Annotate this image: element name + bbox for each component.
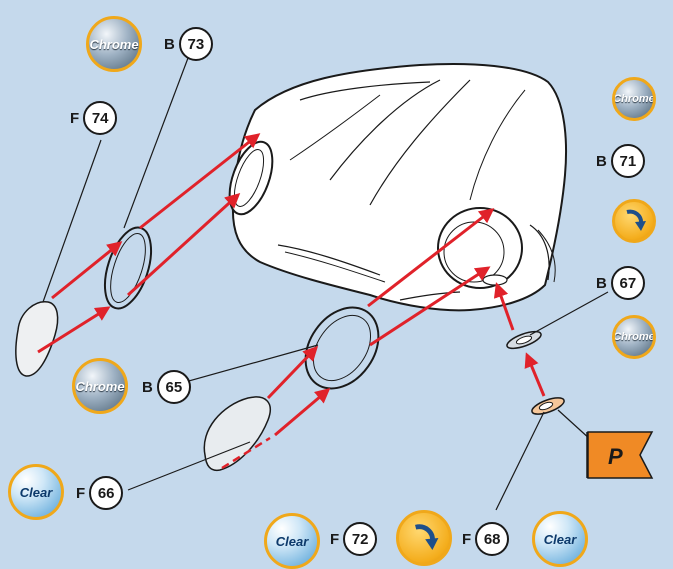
callout-74: F 74 <box>70 101 117 135</box>
callout-letter: B <box>596 153 607 170</box>
chrome-label: Chrome <box>75 379 124 394</box>
callout-letter: B <box>596 275 607 292</box>
chrome-label: Chrome <box>613 331 655 343</box>
part-68-piece <box>530 395 566 418</box>
callout-number: 66 <box>89 476 123 510</box>
callout-66: F 66 <box>76 476 123 510</box>
callout-number: 68 <box>475 522 509 556</box>
clear-badge: Clear <box>532 511 588 567</box>
callout-number: 74 <box>83 101 117 135</box>
clear-badge: Clear <box>264 513 320 569</box>
callout-letter: F <box>70 110 79 127</box>
callout-68: F 68 <box>462 522 509 556</box>
car-front-body <box>233 64 566 310</box>
callout-number: 71 <box>611 144 645 178</box>
callout-67: B 67 <box>596 266 645 300</box>
chrome-label: Chrome <box>613 93 655 105</box>
callout-65: B 65 <box>142 370 191 404</box>
chrome-badge: Chrome <box>612 315 656 359</box>
clear-label: Clear <box>20 485 53 500</box>
clear-badge: Clear <box>8 464 64 520</box>
chrome-label: Chrome <box>89 37 138 52</box>
chrome-badge: Chrome <box>612 77 656 121</box>
callout-number: 67 <box>611 266 645 300</box>
callout-number: 73 <box>179 27 213 61</box>
paint-flag-label: P <box>608 444 623 469</box>
rotate-arrow-icon-glyph <box>619 206 649 236</box>
rotate-arrow-icon <box>396 510 452 566</box>
rotate-arrow-icon <box>612 199 656 243</box>
chrome-badge: Chrome <box>72 358 128 414</box>
callout-letter: F <box>462 531 471 548</box>
callout-number: 65 <box>157 370 191 404</box>
callout-letter: B <box>142 379 153 396</box>
rotate-arrow-icon-glyph <box>406 520 442 556</box>
callout-letter: F <box>330 531 339 548</box>
chrome-badge: Chrome <box>86 16 142 72</box>
callout-letter: F <box>76 485 85 502</box>
part-73-ring <box>96 222 160 314</box>
callout-73: B 73 <box>164 27 213 61</box>
callout-number: 72 <box>343 522 377 556</box>
part-67-piece <box>505 328 543 352</box>
clear-label: Clear <box>276 534 309 549</box>
part-74-lens <box>16 302 58 376</box>
callout-72: F 72 <box>330 522 377 556</box>
callout-letter: B <box>164 36 175 53</box>
clear-label: Clear <box>544 532 577 547</box>
callout-71: B 71 <box>596 144 645 178</box>
